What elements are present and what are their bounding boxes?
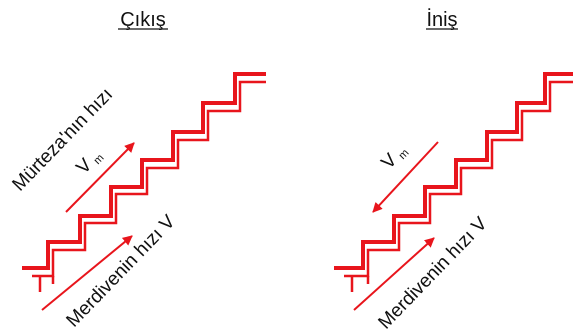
exit-title: Çıkış	[120, 9, 166, 31]
exit-vm-subscript: m	[91, 152, 106, 167]
descent-panel: İniş V m Merdivenin hızı V	[334, 8, 573, 333]
descent-vm-subscript: m	[396, 147, 411, 162]
descent-person-velocity-arrow	[372, 141, 439, 213]
descent-staircase	[334, 72, 573, 292]
exit-escalator-velocity-arrow	[41, 235, 133, 311]
exit-person-velocity-arrow	[65, 142, 135, 213]
descent-escalator-velocity-arrow	[353, 237, 435, 311]
exit-vm-symbol: V m	[72, 152, 106, 178]
descent-vm-symbol: V m	[377, 147, 411, 173]
descent-title: İniş	[426, 8, 457, 31]
exit-staircase	[22, 72, 266, 292]
exit-panel: Çıkış Mürteza'nın hızı V m Merdivenin hı…	[8, 9, 266, 331]
exit-person-speed-label: Mürteza'nın hızı	[8, 84, 117, 195]
